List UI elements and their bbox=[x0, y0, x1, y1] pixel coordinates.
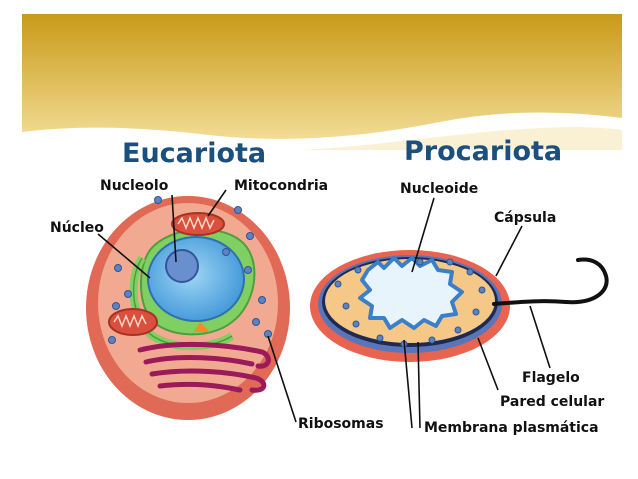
prokaryotic-cell bbox=[310, 250, 609, 362]
leader-pared-celular bbox=[477, 337, 499, 391]
leader-ribosomas bbox=[267, 335, 297, 423]
label-membrana-plasmatica: Membrana plasmática bbox=[424, 420, 599, 436]
label-flagelo: Flagelo bbox=[522, 370, 580, 386]
nucleus bbox=[147, 236, 245, 322]
leader-nucleoide bbox=[411, 197, 435, 273]
label-pared-celular: Pared celular bbox=[500, 394, 604, 410]
mitochondrion bbox=[108, 308, 158, 336]
label-nucleo: Núcleo bbox=[50, 220, 104, 236]
leader-capsula bbox=[495, 225, 523, 277]
leader-flagelo bbox=[529, 305, 551, 369]
eukaryotic-cell bbox=[86, 196, 290, 420]
golgi-apparatus bbox=[137, 341, 271, 393]
leader-nucleo bbox=[97, 233, 151, 279]
prokaryote-title: Procariota bbox=[404, 136, 562, 167]
header-banner bbox=[21, 14, 623, 150]
mitochondrion bbox=[171, 212, 225, 236]
label-nucleolo: Nucleolo bbox=[100, 178, 169, 194]
nucleolus bbox=[165, 249, 199, 283]
leader-membrana-2 bbox=[403, 339, 413, 429]
label-nucleoide: Nucleoide bbox=[400, 181, 478, 197]
leader-membrana-1 bbox=[417, 341, 421, 429]
label-capsula: Cápsula bbox=[494, 210, 556, 226]
centrosome bbox=[194, 322, 210, 332]
label-mitocondria: Mitocondria bbox=[234, 178, 328, 194]
leader-mitocondria bbox=[207, 189, 227, 217]
ribosomes bbox=[108, 196, 272, 344]
prokaryote-ribosomes bbox=[334, 258, 486, 348]
flagellum bbox=[492, 257, 609, 306]
leader-nucleolo bbox=[171, 194, 177, 263]
eukaryote-title: Eucariota bbox=[122, 138, 266, 169]
nucleoid bbox=[358, 256, 464, 330]
label-ribosomas: Ribosomas bbox=[298, 416, 384, 432]
